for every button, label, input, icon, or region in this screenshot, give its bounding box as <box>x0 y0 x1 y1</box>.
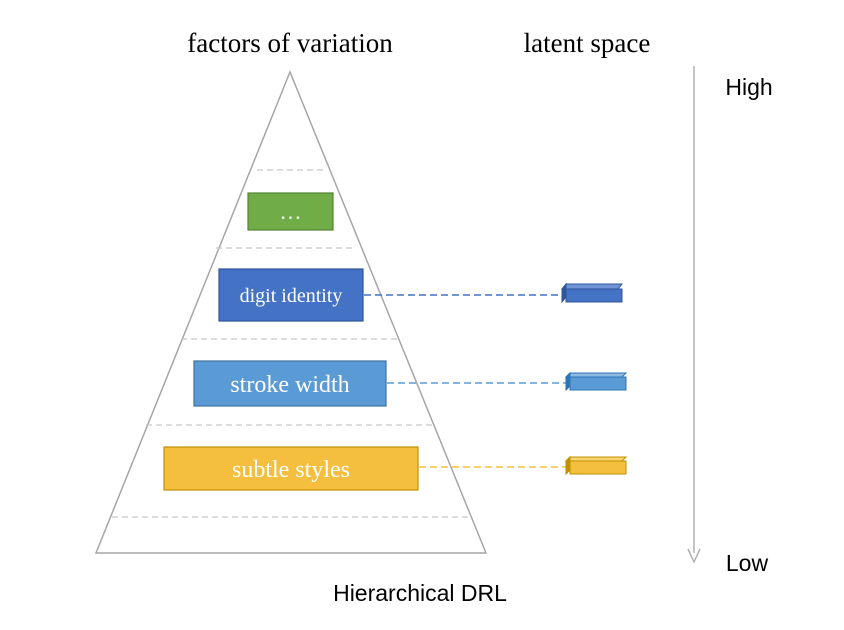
level-label: subtle styles <box>232 457 350 483</box>
latent-block-front <box>569 376 627 391</box>
latent-block <box>564 371 628 392</box>
level-label: … <box>280 199 302 224</box>
diagram-caption: Hierarchical DRL <box>333 580 507 606</box>
level-stroke-width: stroke width <box>193 360 628 407</box>
latent-block-top <box>560 283 624 290</box>
level-box <box>247 192 334 231</box>
factors-of-variation-header: factors of variation <box>187 28 393 58</box>
latent-block <box>560 282 624 304</box>
level-box <box>163 446 419 491</box>
level-box <box>218 268 364 322</box>
level-separators <box>112 169 468 518</box>
level-box <box>193 360 387 407</box>
latent-block-top <box>564 456 628 462</box>
latent-block <box>564 455 628 476</box>
arrow-head <box>687 548 701 564</box>
level-subtle-styles: subtle styles <box>163 446 628 491</box>
level-ellipsis: … <box>247 192 334 231</box>
latent-block-side <box>565 371 571 392</box>
level-digit-identity: digit identity <box>218 268 624 322</box>
level-label: stroke width <box>230 372 349 398</box>
latent-block-front <box>565 288 623 303</box>
low-label: Low <box>726 550 769 576</box>
latent-block-side <box>565 455 571 476</box>
level-label: digit identity <box>240 285 343 307</box>
high-label: High <box>725 74 772 100</box>
high-low-arrow <box>687 66 701 564</box>
latent-space-header: latent space <box>524 28 651 58</box>
latent-block-top <box>564 372 628 378</box>
latent-block-front <box>569 460 627 475</box>
latent-block-side <box>561 282 567 304</box>
